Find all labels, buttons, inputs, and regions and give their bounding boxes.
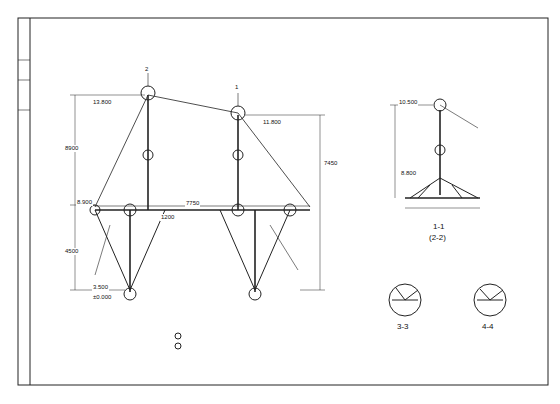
dimension-label: 7450	[323, 160, 338, 167]
dimension-label: ±0.000	[92, 294, 112, 301]
section-title: 4-4	[481, 322, 495, 331]
detail-3-3	[389, 284, 421, 316]
dimension-label: 8.800	[400, 170, 417, 177]
dimension-label: 11.800	[262, 119, 282, 126]
section-title: 3-3	[396, 322, 410, 331]
section-title: 1-1	[432, 222, 446, 231]
main-elevation	[70, 70, 325, 300]
note-symbols	[175, 333, 181, 349]
dimension-label: 2	[144, 66, 149, 73]
dimension-label: 13.800	[92, 99, 112, 106]
detail-4-4	[474, 284, 506, 316]
dimension-label: 10.500	[398, 99, 418, 106]
title-strip	[30, 18, 31, 385]
dimension-label: 8.900	[76, 199, 93, 206]
dimension-label: 4500	[64, 248, 79, 255]
dimension-label: 3.500	[92, 284, 109, 291]
dimension-label: 1	[234, 84, 239, 91]
section-title: (2-2)	[428, 233, 447, 242]
section-1-1	[390, 99, 480, 208]
dimension-label: 1200	[160, 214, 175, 221]
dimension-label: 8900	[64, 145, 79, 152]
drawing-frame	[18, 18, 548, 385]
dimension-label: 7750	[185, 200, 200, 207]
